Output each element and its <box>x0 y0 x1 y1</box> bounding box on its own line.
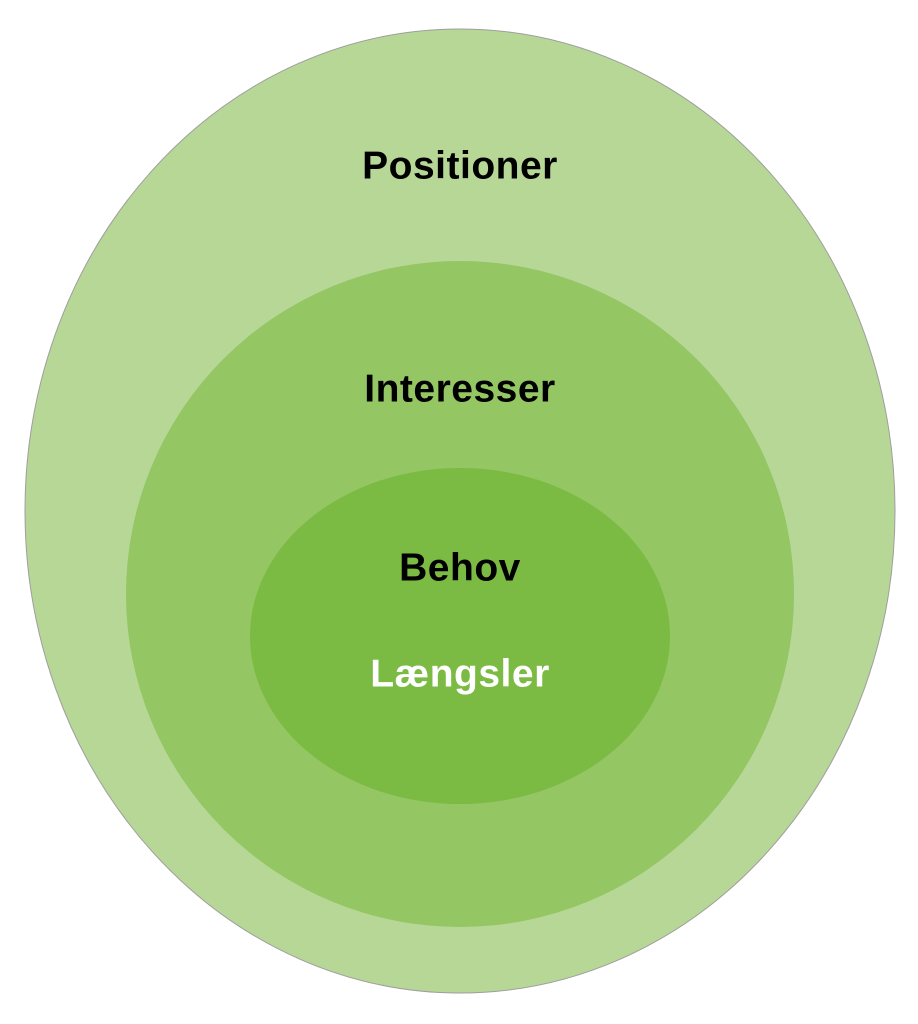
inner-ellipse-behov <box>250 468 670 804</box>
label-interesser: Interesser <box>364 368 555 411</box>
label-laengsler: Længsler <box>370 653 550 696</box>
label-behov: Behov <box>399 547 521 590</box>
label-positioner: Positioner <box>362 145 558 188</box>
